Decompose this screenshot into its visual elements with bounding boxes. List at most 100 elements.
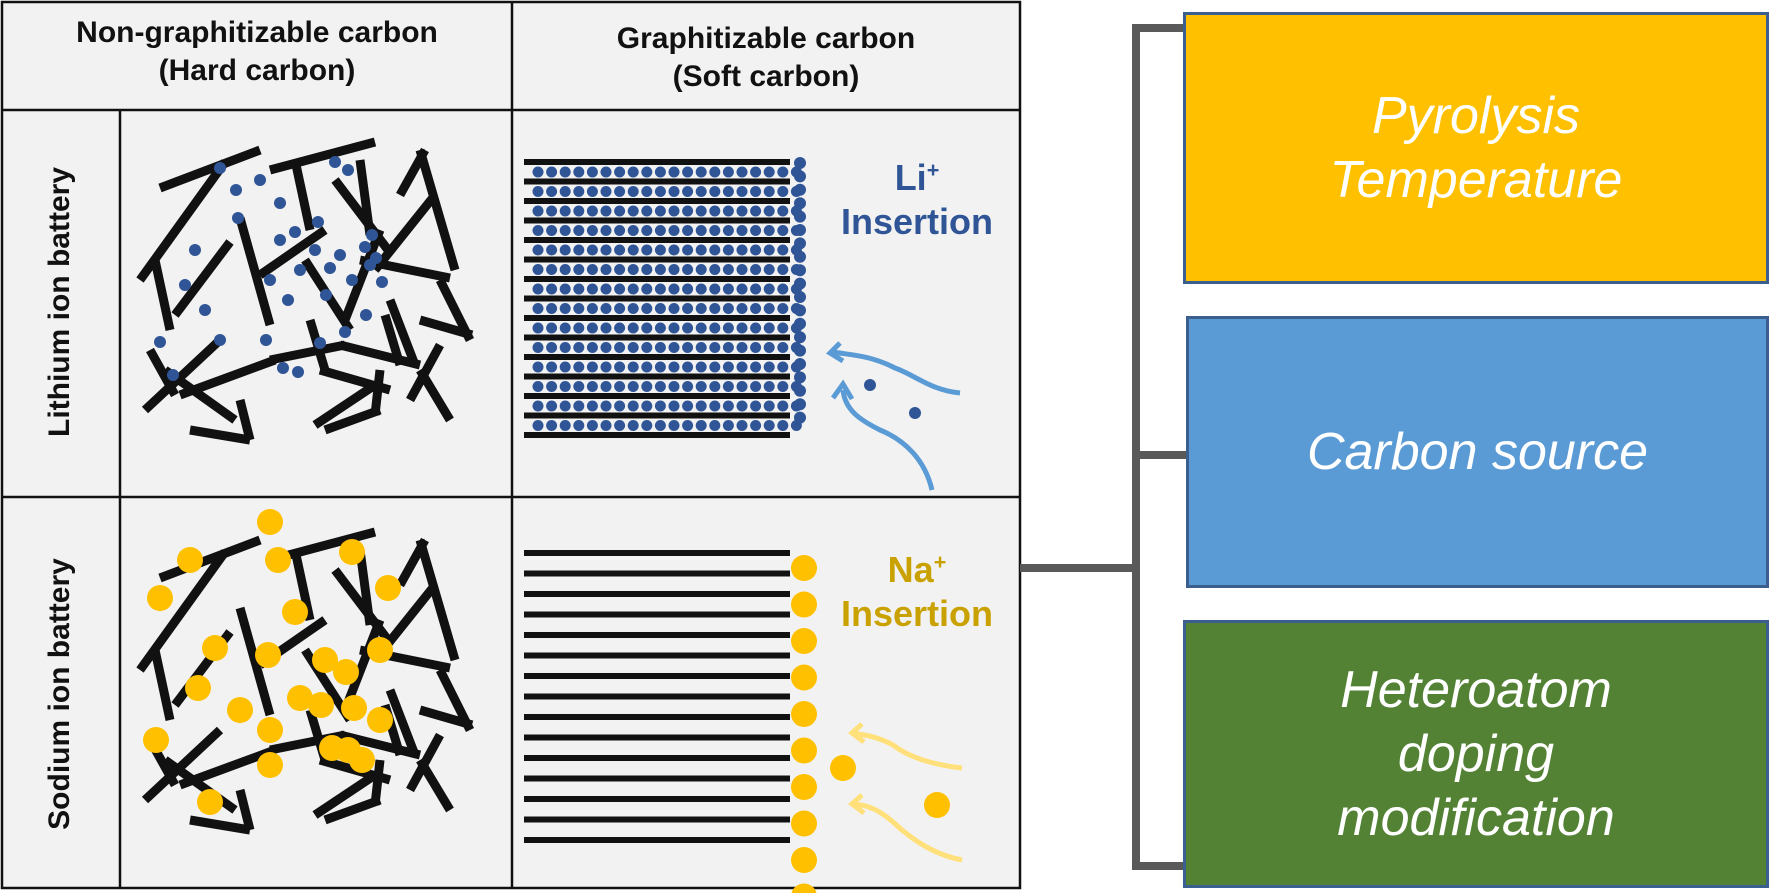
li-ion-dot <box>532 205 544 217</box>
li-ion-dot <box>763 400 775 412</box>
li-ion-dot <box>736 186 748 197</box>
li-ion-dot <box>573 381 585 392</box>
li-ion-dot <box>750 244 762 256</box>
na-ion-label: Na+ Insertion <box>822 540 1012 636</box>
li-insertion-text: Insertion <box>840 201 993 242</box>
li-ion-dot <box>573 400 585 412</box>
na-ion-dot <box>349 747 375 773</box>
li-ion-dot <box>627 381 639 392</box>
li-ion-dot <box>532 186 544 197</box>
li-ion-dot <box>695 264 707 275</box>
li-ion-dot <box>682 303 694 314</box>
na-symbol: Na <box>887 549 934 590</box>
carbon-layer-stick <box>340 228 385 322</box>
li-ion-dot <box>309 244 321 256</box>
carbon-layer-stick <box>312 771 378 819</box>
na-ion-dot <box>791 628 817 654</box>
na-ion-dot <box>287 685 313 711</box>
li-ion-dot <box>695 283 707 295</box>
li-ion-dot <box>600 166 612 178</box>
na-ion-dot <box>143 727 169 753</box>
li-arrow-head <box>830 379 855 401</box>
li-ion-dot <box>794 398 806 411</box>
li-ion-dot <box>366 229 378 241</box>
li-ion-dot <box>532 342 544 353</box>
na-arrow-head <box>848 722 866 744</box>
carbon-layer-stick <box>162 756 238 814</box>
carbon-layer-stick <box>235 398 255 442</box>
na-ion-dot <box>257 509 283 535</box>
li-ion-dot <box>232 212 244 224</box>
li-ion-dot <box>794 197 806 210</box>
carbon-layer-stick <box>150 649 175 721</box>
li-ion-dot <box>709 264 721 275</box>
na-ion-dot <box>791 701 817 727</box>
li-ion-dot <box>794 291 806 303</box>
li-ion-dot <box>794 411 806 424</box>
li-ion-dot <box>339 326 351 338</box>
li-ion-dot <box>360 309 372 321</box>
li-ion-dot <box>586 361 598 373</box>
li-ion-dot <box>736 342 748 353</box>
li-ion-dot <box>722 264 734 275</box>
li-ion-dot <box>654 205 666 217</box>
li-ion-dot <box>627 322 639 334</box>
li-ion-dot <box>586 186 598 197</box>
li-ion-dot <box>668 186 680 197</box>
factor-heteroatom-line1: Heteroatom <box>1340 661 1612 719</box>
li-ion-dot <box>722 186 734 197</box>
li-ion-dot <box>312 216 324 228</box>
li-ion-dot <box>654 381 666 392</box>
li-ion-dot <box>763 166 775 178</box>
li-ion-dot <box>559 381 571 392</box>
li-ion-dot <box>546 225 558 236</box>
li-ion-dot <box>334 249 346 261</box>
li-ion-dot <box>260 334 272 346</box>
li-ion-dot <box>627 420 639 431</box>
carbon-layer-stick <box>158 535 262 583</box>
li-ion-dot <box>709 342 721 353</box>
li-ion-dot <box>573 361 585 373</box>
li-ion-dot <box>532 322 544 334</box>
li-ion-dot <box>614 186 626 197</box>
li-ion-dot <box>641 420 653 431</box>
li-ion-dot <box>794 358 806 370</box>
li-ion-dot <box>546 400 558 412</box>
li-ion-dot <box>627 303 639 314</box>
li-ion-dot <box>532 225 544 236</box>
li-ion-dot <box>763 225 775 236</box>
li-ion-dot <box>532 283 544 295</box>
li-ion-dot <box>600 303 612 314</box>
li-ion-dot <box>722 342 734 353</box>
factor-box-pyrolysis: Pyrolysis Temperature <box>1183 12 1769 284</box>
li-ion-dot <box>668 225 680 236</box>
li-ion-dot <box>763 420 775 431</box>
carbon-layer-stick <box>371 192 439 273</box>
li-ion-dot <box>777 322 789 334</box>
li-ion-dot <box>777 186 789 197</box>
li-ion-dot <box>668 420 680 431</box>
carbon-layer-stick <box>171 239 234 318</box>
li-ion-dot <box>668 264 680 275</box>
li-ion-dot <box>668 342 680 353</box>
na-ion-dot <box>227 697 253 723</box>
li-ion-dot <box>641 166 653 178</box>
li-ion-dot <box>573 225 585 236</box>
na-ion-dot <box>924 792 950 818</box>
li-ion-dot <box>777 342 789 353</box>
header-soft-carbon-line1: Graphitizable carbon <box>616 22 916 55</box>
li-ion-dot <box>641 264 653 275</box>
li-ion-dot <box>586 381 598 392</box>
li-ion-dot <box>654 303 666 314</box>
li-ion-dot <box>614 322 626 334</box>
li-ion-dot <box>682 342 694 353</box>
li-ion-dot <box>722 225 734 236</box>
li-ion-dot <box>654 322 666 334</box>
factor-box-carbon-source: Carbon source <box>1186 316 1769 588</box>
li-ion-dot <box>614 400 626 412</box>
carbon-layer-stick <box>257 226 328 279</box>
li-ion-dot <box>586 225 598 236</box>
carbon-layer-stick <box>235 788 255 832</box>
li-ion-dot <box>329 156 341 168</box>
li-ion-dot <box>682 283 694 295</box>
